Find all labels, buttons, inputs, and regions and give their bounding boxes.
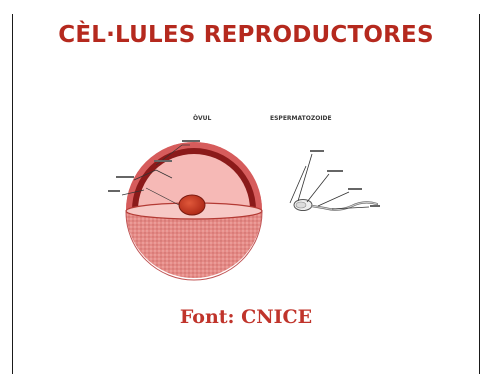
ovule-label-marker: [116, 176, 134, 178]
slide-title: CÈL·LULES REPRODUCTORES: [13, 22, 479, 48]
sperm-label-marker: [370, 205, 380, 207]
ovule-nucleus: [179, 195, 205, 215]
ovule-label-marker: [154, 160, 172, 162]
source-credit: Font: CNICE: [13, 306, 479, 328]
frame-right-border: [479, 14, 480, 374]
diagram-svg: ÒVUL ESPERMATOZOIDE: [94, 90, 396, 300]
ovule-illustration: [108, 140, 262, 280]
sperm-heading: ESPERMATOZOIDE: [270, 115, 332, 122]
sperm-label-marker: [348, 188, 362, 190]
sperm-label-marker: [310, 150, 324, 152]
reproductive-cells-diagram: ÒVUL ESPERMATOZOIDE: [94, 90, 396, 300]
ovule-label-marker: [108, 190, 120, 192]
ovule-heading: ÒVUL: [193, 115, 211, 122]
ovule-label-marker: [182, 140, 200, 142]
sperm-illustration: [290, 150, 380, 211]
sperm-label-marker: [327, 170, 343, 172]
